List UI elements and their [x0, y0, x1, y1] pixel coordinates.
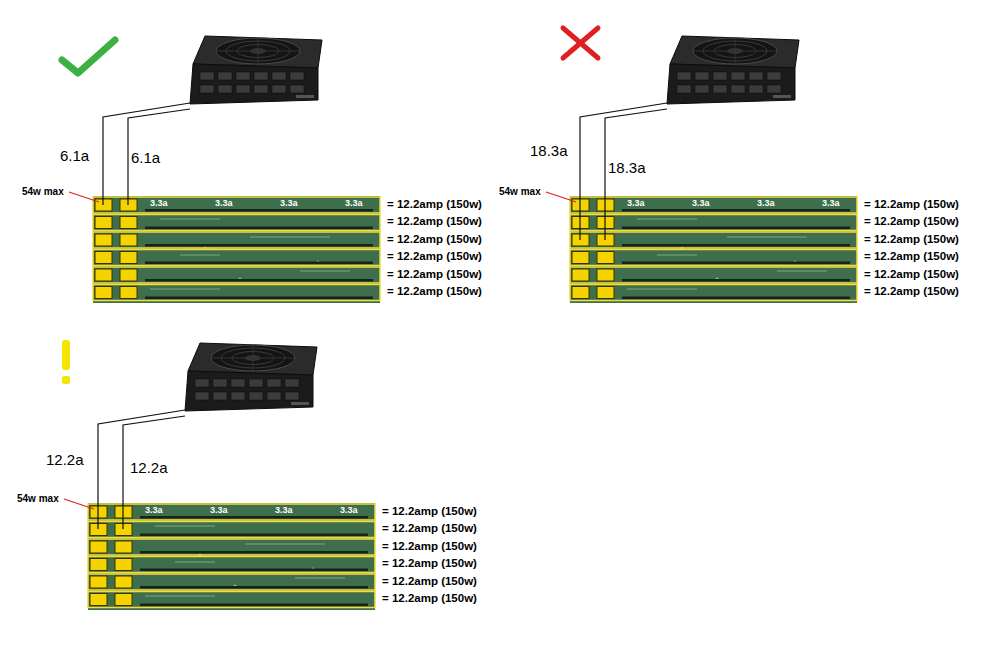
- slot-current: 3.3a: [340, 506, 358, 515]
- row-load: = 12.2amp (150w): [864, 251, 959, 263]
- slot-current: 3.3a: [757, 199, 775, 208]
- row-load: = 12.2amp (150w): [864, 269, 959, 281]
- slot-current: 3.3a: [822, 199, 840, 208]
- power-cable: [128, 109, 190, 205]
- cable-current: 6.1a: [131, 150, 160, 165]
- row-load: = 12.2amp (150w): [387, 286, 482, 298]
- slot-current: 3.3a: [145, 506, 163, 515]
- connector-limit: 54w max: [499, 187, 541, 197]
- slot-current: 3.3a: [275, 506, 293, 515]
- row-load: = 12.2amp (150w): [864, 286, 959, 298]
- slot-current: 3.3a: [150, 199, 168, 208]
- cable-current: 12.2a: [130, 460, 168, 475]
- power-supply: [667, 36, 799, 104]
- riser-board: [88, 503, 375, 610]
- row-load: = 12.2amp (150w): [864, 199, 959, 211]
- slot-current: 3.3a: [280, 199, 298, 208]
- panel-bad: [546, 36, 857, 303]
- row-load: = 12.2amp (150w): [382, 576, 477, 588]
- row-load: = 12.2amp (150w): [387, 216, 482, 228]
- slot-current: 3.3a: [210, 506, 228, 515]
- riser-board: [93, 196, 380, 303]
- cross-mark: [563, 28, 598, 58]
- leader-line: [69, 192, 99, 202]
- row-load: = 12.2amp (150w): [382, 541, 477, 553]
- warning-mark: [62, 340, 70, 384]
- check-mark: [62, 40, 115, 73]
- panel-warn: [64, 343, 375, 610]
- power-supply: [185, 343, 317, 411]
- row-load: = 12.2amp (150w): [387, 199, 482, 211]
- cable-current: 18.3a: [530, 143, 568, 158]
- cable-current: 18.3a: [608, 160, 646, 175]
- riser-board: [570, 196, 857, 303]
- connector-limit: 54w max: [17, 494, 59, 504]
- row-load: = 12.2amp (150w): [382, 593, 477, 605]
- slot-current: 3.3a: [215, 199, 233, 208]
- row-load: = 12.2amp (150w): [387, 234, 482, 246]
- power-cable: [605, 109, 667, 240]
- panel-ok: [69, 36, 380, 303]
- row-load: = 12.2amp (150w): [864, 216, 959, 228]
- row-load: = 12.2amp (150w): [387, 269, 482, 281]
- cable-current: 12.2a: [46, 452, 84, 467]
- power-cable: [580, 103, 667, 240]
- leader-line: [64, 499, 94, 509]
- power-cable: [103, 103, 190, 205]
- slot-current: 3.3a: [627, 199, 645, 208]
- slot-current: 3.3a: [692, 199, 710, 208]
- leader-line: [546, 192, 576, 202]
- slot-current: 3.3a: [345, 199, 363, 208]
- row-load: = 12.2amp (150w): [382, 506, 477, 518]
- row-load: = 12.2amp (150w): [864, 234, 959, 246]
- row-load: = 12.2amp (150w): [382, 523, 477, 535]
- row-load: = 12.2amp (150w): [382, 558, 477, 570]
- connector-limit: 54w max: [22, 187, 64, 197]
- cable-current: 6.1a: [60, 148, 89, 163]
- power-cable: [123, 416, 185, 529]
- row-load: = 12.2amp (150w): [387, 251, 482, 263]
- power-cable: [98, 410, 185, 529]
- power-supply: [190, 36, 322, 104]
